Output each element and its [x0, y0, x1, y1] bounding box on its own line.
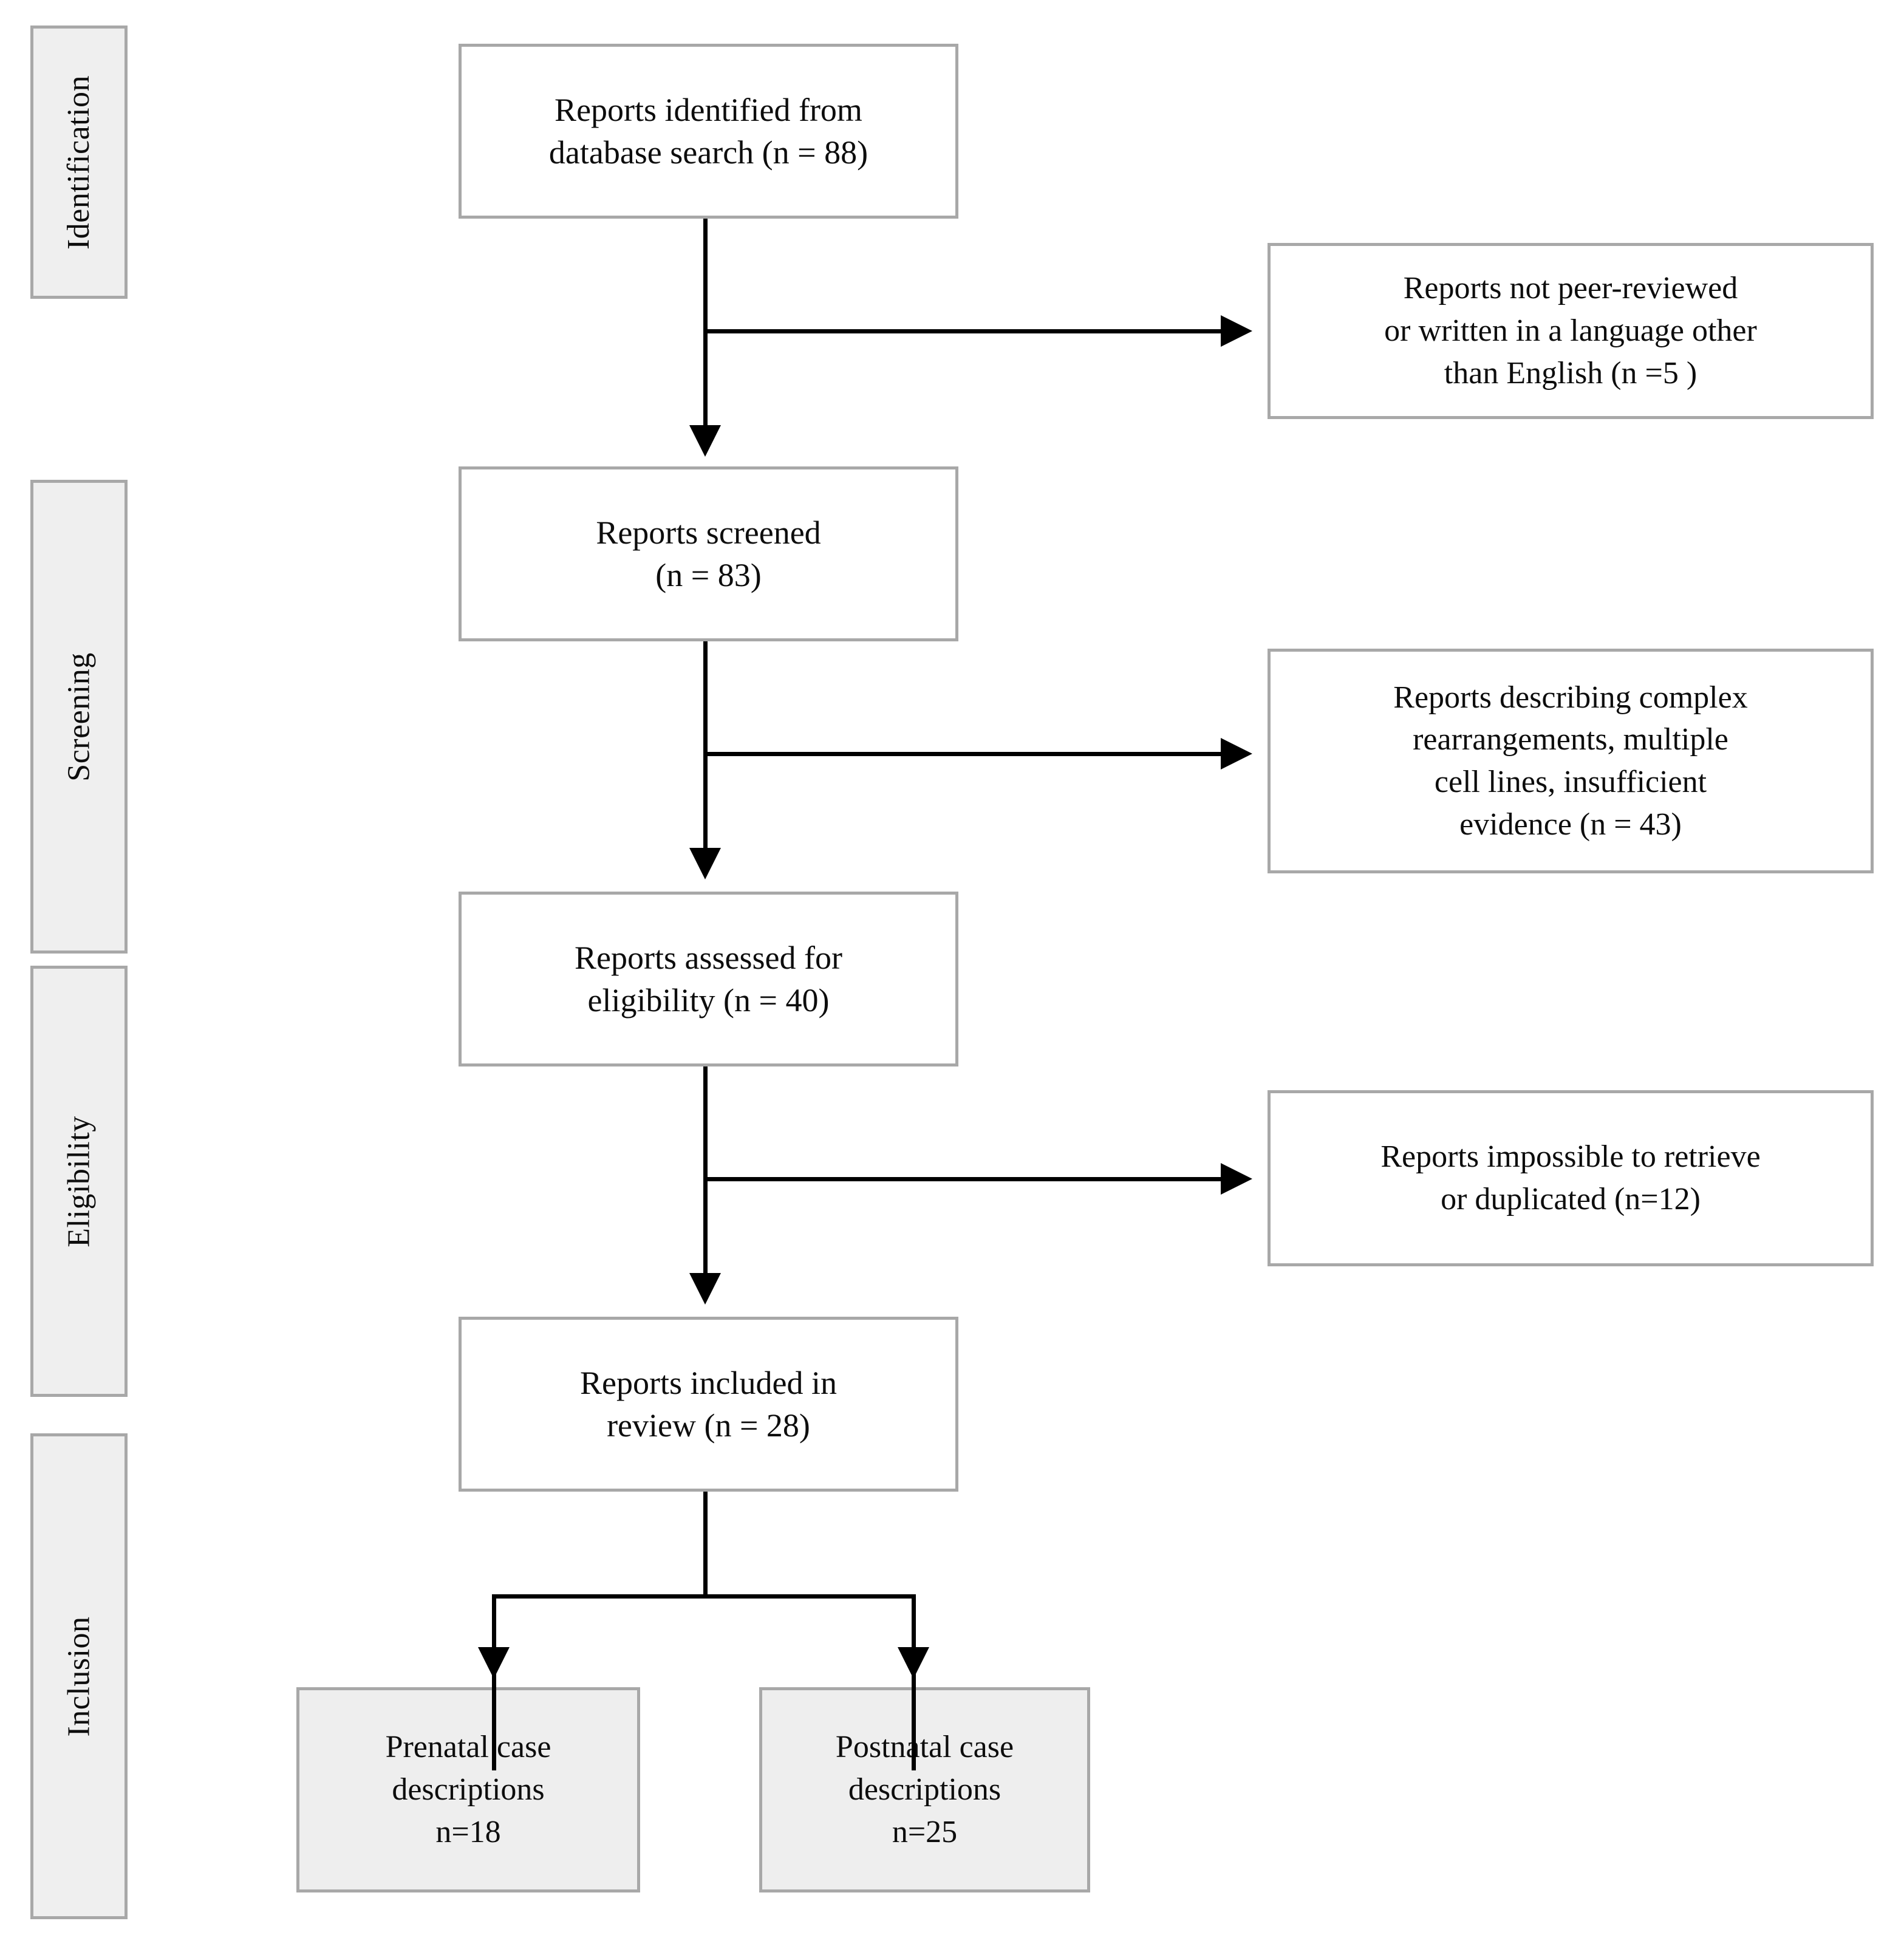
box-reports-identified-text: Reports identified from database search …: [548, 91, 868, 171]
box-excluded-impossible-retrieve-text: Reports impossible to retrieve or duplic…: [1380, 1139, 1761, 1217]
arrowhead-to-prenatal: [478, 1647, 510, 1679]
connector-included-stem: [703, 1492, 708, 1599]
stage-inclusion-label: Inclusion: [61, 1616, 97, 1737]
connector-to-excluded-not-peer-reviewed: [703, 329, 1237, 333]
arrowhead-identified-to-screened: [689, 425, 721, 457]
connector-to-postnatal: [912, 1594, 916, 1770]
arrowhead-assessed-to-included: [689, 1273, 721, 1305]
box-reports-included: Reports included in review (n = 28): [459, 1317, 958, 1492]
arrowhead-to-excluded-impossible-retrieve: [1221, 1163, 1252, 1195]
box-reports-screened-text: Reports screened (n = 83): [596, 514, 821, 593]
connector-to-prenatal: [492, 1594, 496, 1770]
arrowhead-to-postnatal: [898, 1647, 929, 1679]
stage-eligibility-label: Eligibility: [61, 1115, 97, 1247]
stage-eligibility: Eligibility: [30, 966, 128, 1397]
stage-identification: Identification: [30, 26, 128, 299]
box-reports-included-text: Reports included in review (n = 28): [580, 1364, 837, 1444]
stage-screening-label: Screening: [61, 652, 97, 782]
box-reports-identified: Reports identified from database search …: [459, 44, 958, 219]
box-reports-assessed: Reports assessed for eligibility (n = 40…: [459, 892, 958, 1066]
box-reports-assessed-text: Reports assessed for eligibility (n = 40…: [575, 939, 842, 1019]
arrowhead-to-excluded-not-peer-reviewed: [1221, 315, 1252, 347]
box-prenatal-case-descriptions: Prenatal case descriptions n=18: [296, 1687, 640, 1892]
connector-identified-to-screened: [703, 219, 708, 431]
box-prenatal-case-descriptions-text: Prenatal case descriptions n=18: [385, 1730, 551, 1849]
box-postnatal-case-descriptions: Postnatal case descriptions n=25: [759, 1687, 1090, 1892]
box-excluded-impossible-retrieve: Reports impossible to retrieve or duplic…: [1268, 1090, 1874, 1266]
connector-to-excluded-complex-rearrangements: [703, 752, 1237, 756]
box-excluded-not-peer-reviewed-text: Reports not peer-reviewed or written in …: [1384, 271, 1757, 391]
arrowhead-to-excluded-complex-rearrangements: [1221, 738, 1252, 770]
box-excluded-complex-rearrangements: Reports describing complex rearrangement…: [1268, 649, 1874, 873]
stage-inclusion: Inclusion: [30, 1433, 128, 1919]
connector-screened-to-assessed: [703, 641, 708, 854]
box-postnatal-case-descriptions-text: Postnatal case descriptions n=25: [835, 1730, 1014, 1849]
box-reports-screened: Reports screened (n = 83): [459, 466, 958, 641]
connector-to-excluded-impossible-retrieve: [703, 1177, 1237, 1181]
box-excluded-not-peer-reviewed: Reports not peer-reviewed or written in …: [1268, 243, 1874, 419]
stage-identification-label: Identification: [61, 75, 97, 250]
connector-assessed-to-included: [703, 1066, 708, 1279]
arrowhead-screened-to-assessed: [689, 848, 721, 879]
stage-screening: Screening: [30, 480, 128, 954]
box-excluded-complex-rearrangements-text: Reports describing complex rearrangement…: [1393, 680, 1748, 842]
connector-included-split-bar: [492, 1594, 916, 1599]
